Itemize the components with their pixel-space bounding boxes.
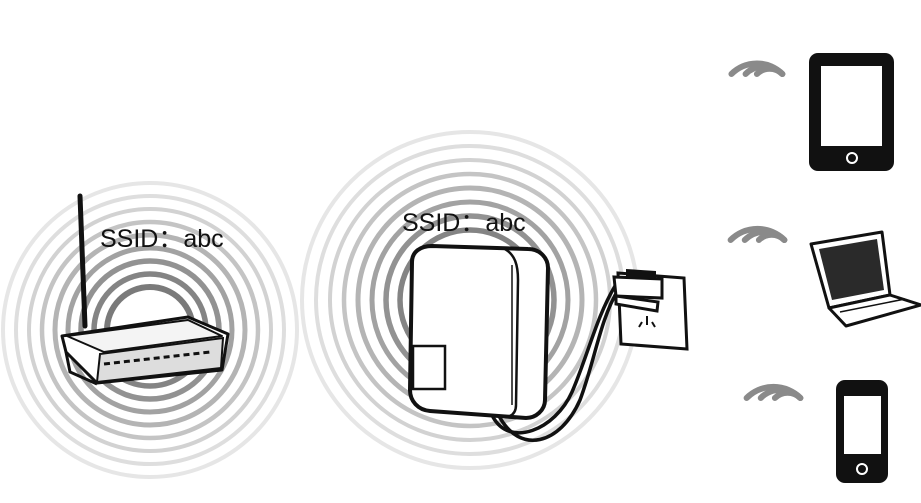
wifi-signal-icon (731, 213, 785, 267)
range-extender-icon (410, 246, 548, 418)
tablet-icon (809, 53, 894, 171)
router-ssid-label: SSID：abc (100, 219, 224, 255)
wall-socket-icon (614, 269, 687, 349)
smartphone-icon (836, 380, 888, 483)
extender-ssid-label: SSID：abc (402, 203, 526, 239)
wifi-signal-icon (731, 49, 782, 100)
laptop-icon (811, 232, 921, 326)
wifi-signal-icon (747, 371, 801, 425)
